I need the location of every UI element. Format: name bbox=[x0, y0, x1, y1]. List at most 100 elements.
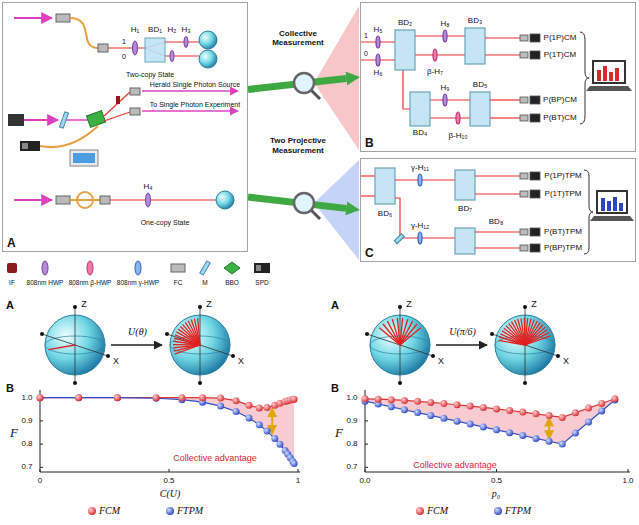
component-label: BD₁ bbox=[148, 26, 162, 34]
legend-text: SPD bbox=[255, 280, 268, 287]
tick-label: 0.7 bbox=[21, 463, 32, 471]
component-label: H₅ bbox=[374, 26, 383, 34]
legend-text: M bbox=[202, 280, 207, 287]
annotation: Collective advantage bbox=[413, 461, 497, 470]
legend-sample bbox=[416, 507, 424, 515]
component-label: P(BT)CM bbox=[543, 114, 576, 122]
axis-name: X bbox=[113, 357, 119, 366]
legend-sample bbox=[171, 264, 185, 272]
axis-name: Z bbox=[81, 300, 87, 309]
axis-title: F bbox=[10, 426, 18, 439]
magnifier-icon bbox=[294, 73, 320, 99]
component-label: 1 bbox=[364, 32, 368, 39]
component-label: β-H₁₀ bbox=[448, 132, 467, 140]
component-label: H₆ bbox=[373, 69, 382, 77]
legend-sample bbox=[87, 261, 93, 275]
tick-label: 0.8 bbox=[346, 440, 357, 448]
tick-label: 0.0 bbox=[359, 477, 370, 485]
legend-text: FTPM bbox=[505, 506, 531, 516]
legend-text: BBO bbox=[225, 280, 239, 287]
component-label: P(BP)TPM bbox=[544, 244, 582, 252]
axis-name: X bbox=[563, 357, 569, 366]
fidelity-plot bbox=[37, 390, 301, 472]
component-label: H₉ bbox=[441, 84, 450, 92]
unitary-arrow bbox=[111, 344, 162, 346]
unitary-arrow bbox=[436, 344, 487, 346]
tick-label: 1.0 bbox=[21, 394, 32, 402]
component-label: BD₈ bbox=[489, 218, 503, 226]
component-label: P(BP)CM bbox=[543, 96, 577, 104]
component-label: BD₅ bbox=[473, 81, 487, 89]
panel-letter: A bbox=[6, 300, 14, 311]
axis-title: p₀ bbox=[492, 489, 500, 499]
unitary-label: U(θ) bbox=[128, 327, 147, 337]
tick-label: 1.0 bbox=[346, 394, 357, 402]
component-label: BD₇ bbox=[458, 205, 472, 213]
component-label: 1 bbox=[122, 38, 126, 45]
tick-label: 0.8 bbox=[21, 440, 32, 448]
axis-title: C(U) bbox=[160, 489, 181, 499]
component-label: H₄ bbox=[143, 183, 152, 191]
axis-name: Z bbox=[406, 300, 412, 309]
tick-label: 1 bbox=[296, 477, 300, 485]
legend-sample bbox=[7, 263, 17, 273]
legend-sample bbox=[224, 262, 240, 274]
axis-name: Z bbox=[206, 300, 212, 309]
tick-label: 0.7 bbox=[346, 463, 357, 471]
legend-sample bbox=[166, 507, 174, 515]
state-label: To Single Photon Experiment bbox=[150, 101, 240, 108]
edge-label: Two Projective Measurement bbox=[265, 135, 331, 155]
bloch-sphere bbox=[365, 305, 435, 385]
legend-text: FTPM bbox=[177, 506, 203, 516]
two-copy-setup bbox=[14, 14, 217, 68]
legend-text: FCM bbox=[427, 506, 448, 516]
component-label: P(1T)CM bbox=[544, 51, 576, 59]
component-label: γ-H₁₂ bbox=[411, 222, 429, 230]
tick-label: 0 bbox=[38, 477, 42, 485]
unitary-label: U(π/6) bbox=[449, 327, 476, 337]
photon-source bbox=[8, 88, 238, 166]
component-label: H₈ bbox=[440, 20, 449, 28]
component-label: BD₃ bbox=[468, 17, 482, 25]
legend-sample bbox=[494, 507, 502, 515]
annotation: Collective advantage bbox=[173, 454, 257, 463]
axis-name: Z bbox=[531, 300, 537, 309]
panel-letter: A bbox=[331, 300, 339, 311]
panel-letter: B bbox=[331, 383, 339, 394]
component-label: BD₆ bbox=[378, 210, 392, 218]
legend-text: 808nm γ-HWP bbox=[117, 280, 159, 287]
legend-sample bbox=[200, 261, 210, 275]
panel-letter: C bbox=[365, 247, 374, 259]
tick-label: 0.5 bbox=[163, 477, 174, 485]
component-label: P(1P)TPM bbox=[544, 172, 581, 180]
collective-measurement-setup bbox=[360, 28, 632, 126]
component-label: H₃ bbox=[181, 26, 190, 34]
one-copy-setup bbox=[14, 191, 234, 209]
component-label: BD₂ bbox=[398, 19, 412, 27]
component-label: H₂ bbox=[168, 26, 177, 34]
tick-label: 1.0 bbox=[622, 477, 633, 485]
panel-letter: B bbox=[365, 137, 374, 149]
figure-panel: C bbox=[360, 158, 636, 262]
legend-sample bbox=[254, 263, 270, 273]
legend-sample bbox=[88, 507, 96, 515]
tick-label: 0.5 bbox=[491, 477, 502, 485]
state-label: Herald Single Photon Source bbox=[150, 81, 240, 88]
component-label: P(1T)TPM bbox=[545, 190, 582, 198]
component-label: γ-H₁₁ bbox=[411, 164, 429, 172]
component-label: P(1P)CM bbox=[544, 34, 577, 42]
legend-text: 808nm HWP bbox=[27, 280, 64, 287]
tick-label: 0.9 bbox=[21, 417, 32, 425]
legend-text: 808nm β-HWP bbox=[69, 280, 112, 287]
axis-name: X bbox=[438, 357, 444, 366]
component-label: 0 bbox=[122, 53, 126, 60]
component-label: BD₄ bbox=[413, 129, 427, 137]
magnifier-icon bbox=[294, 193, 320, 219]
state-label: Two-copy State bbox=[126, 71, 174, 78]
component-label: 0 bbox=[364, 50, 368, 57]
panel-letter: B bbox=[6, 383, 14, 394]
axis-name: X bbox=[238, 357, 244, 366]
legend-text: FC bbox=[174, 280, 183, 287]
